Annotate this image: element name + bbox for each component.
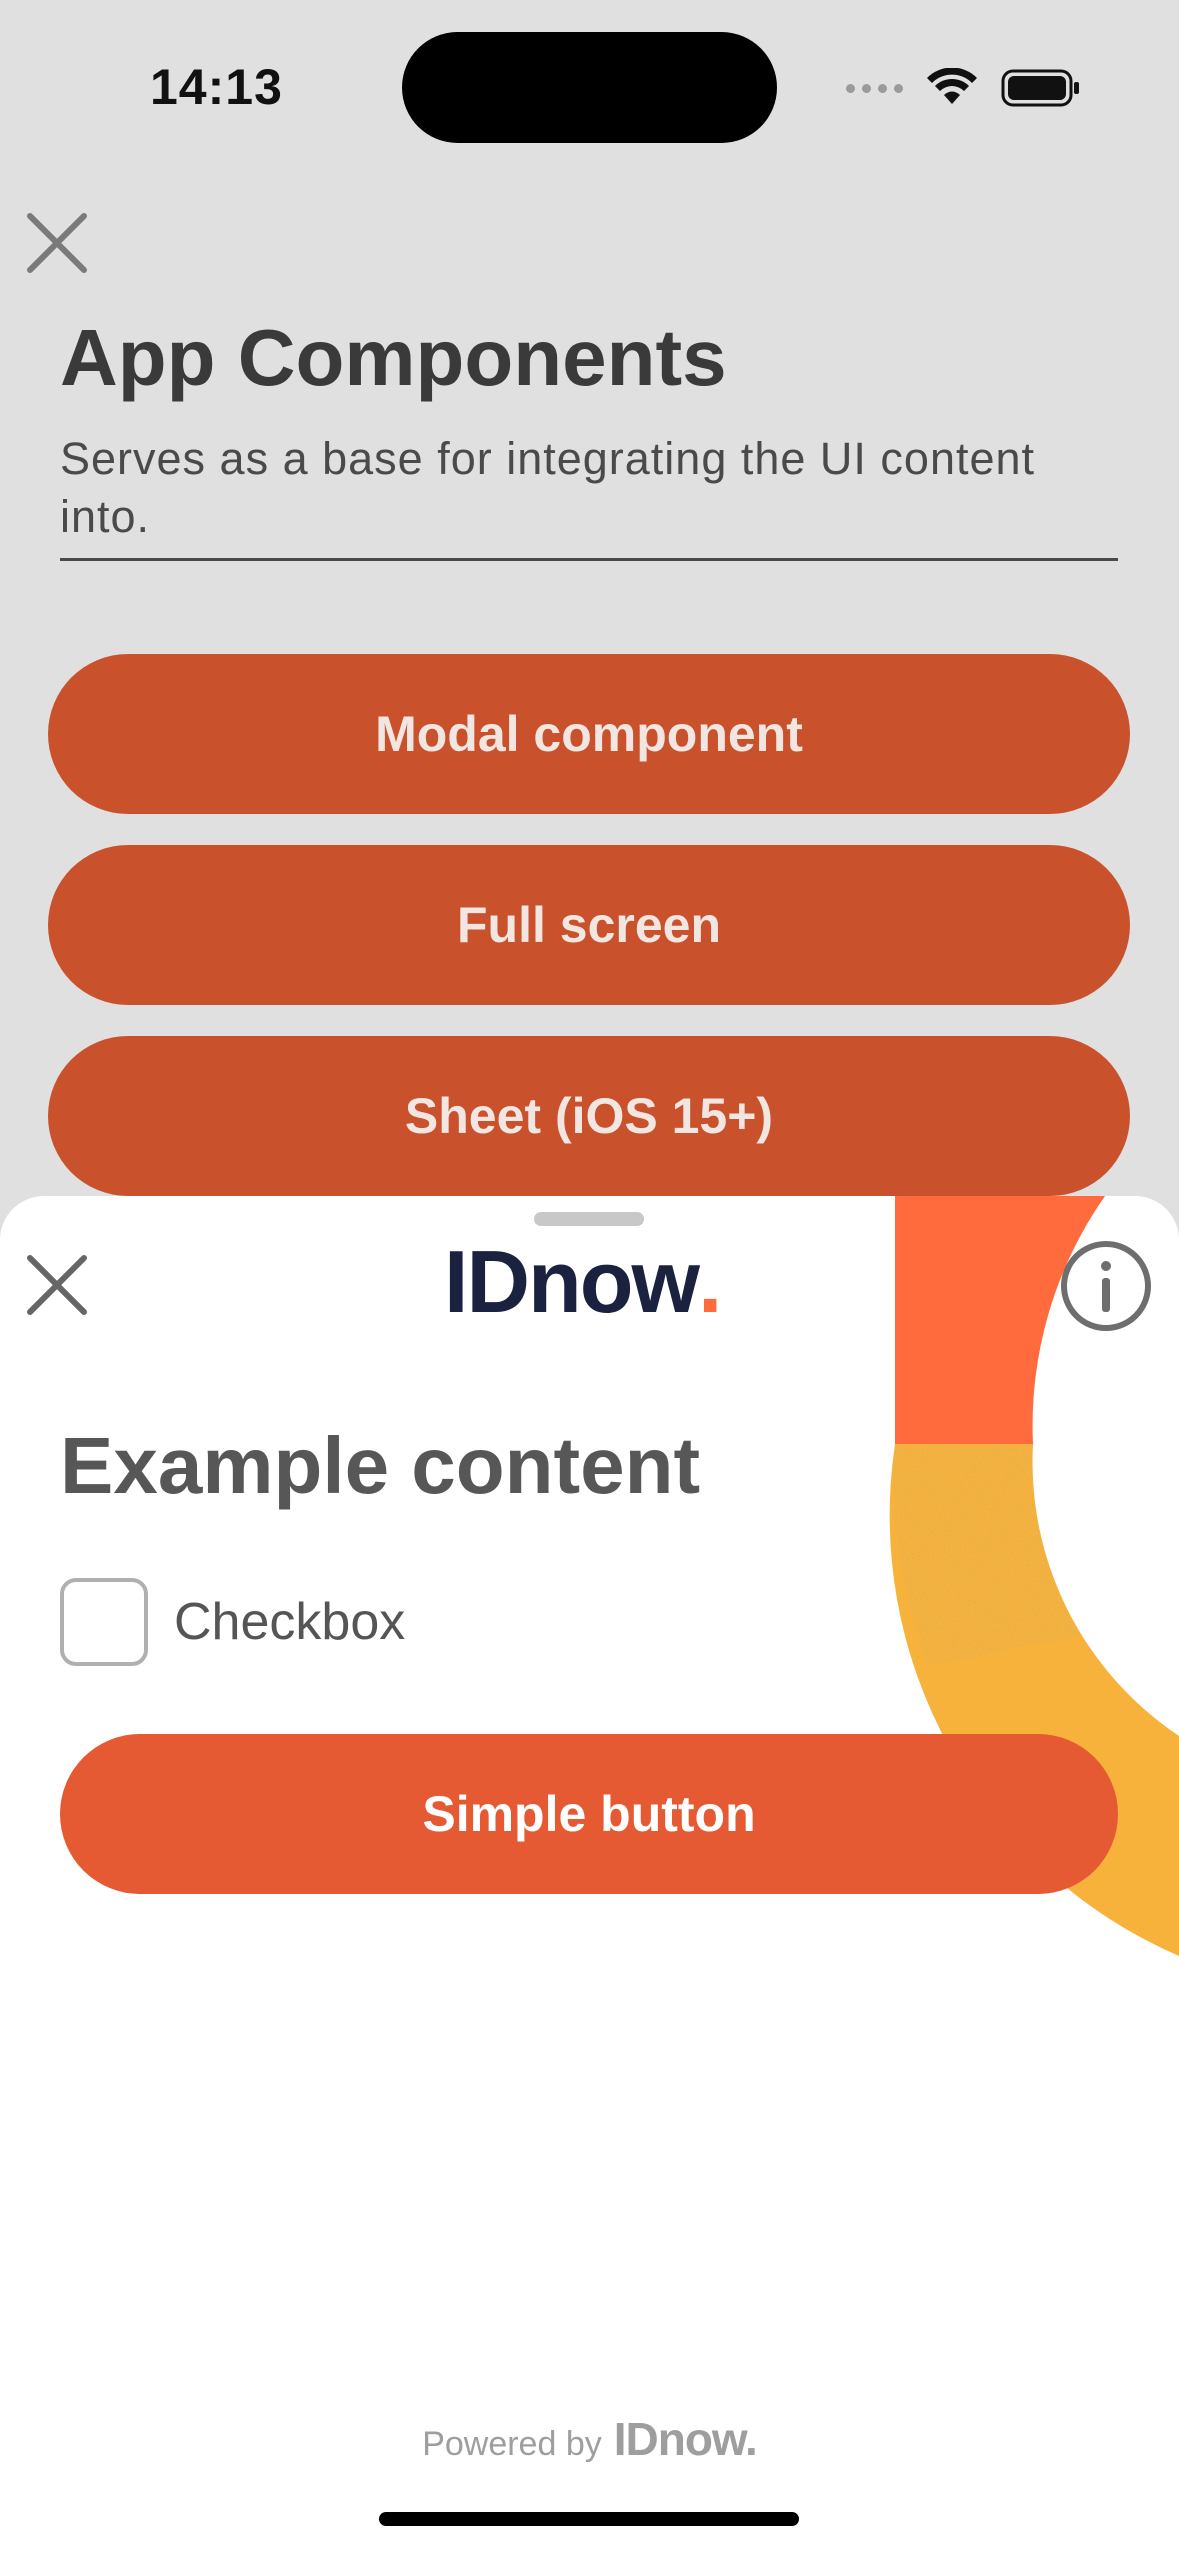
logo-text: IDnow: [444, 1232, 700, 1331]
dynamic-island: [402, 32, 777, 143]
powered-by-text: Powered by: [422, 2425, 602, 2463]
info-icon[interactable]: [1058, 1238, 1154, 1334]
battery-icon: [1001, 69, 1079, 107]
page-subtitle: Serves as a base for integrating the UI …: [60, 433, 1036, 542]
cellular-signal-icon: [846, 83, 903, 93]
modal-component-button[interactable]: Modal component: [48, 654, 1130, 814]
bottom-sheet: IDnow. Example content Checkbox Simple b…: [0, 1196, 1179, 2556]
close-icon[interactable]: [24, 210, 90, 276]
checkbox-label[interactable]: Checkbox: [174, 1593, 406, 1651]
status-time: 14:13: [150, 59, 283, 115]
status-icons: [846, 66, 1081, 110]
home-indicator[interactable]: [379, 2512, 799, 2526]
checkbox[interactable]: [60, 1578, 148, 1666]
divider: [60, 558, 1118, 561]
page-title: App Components: [60, 313, 727, 402]
sheet-grabber[interactable]: [534, 1212, 644, 1226]
powered-by-logo: IDnow.: [613, 2413, 758, 2465]
sheet-button[interactable]: Sheet (iOS 15+): [48, 1036, 1130, 1196]
close-icon[interactable]: [24, 1252, 90, 1318]
full-screen-button[interactable]: Full screen: [48, 845, 1130, 1005]
content-title: Example content: [60, 1421, 701, 1510]
logo-dot: .: [697, 1232, 722, 1331]
idnow-logo: IDnow.: [444, 1232, 722, 1331]
wifi-icon: [927, 68, 977, 104]
simple-button[interactable]: Simple button: [60, 1734, 1118, 1894]
checkbox-row[interactable]: Checkbox: [60, 1578, 405, 1666]
powered-by: Powered by IDnow.: [0, 2412, 1179, 2466]
